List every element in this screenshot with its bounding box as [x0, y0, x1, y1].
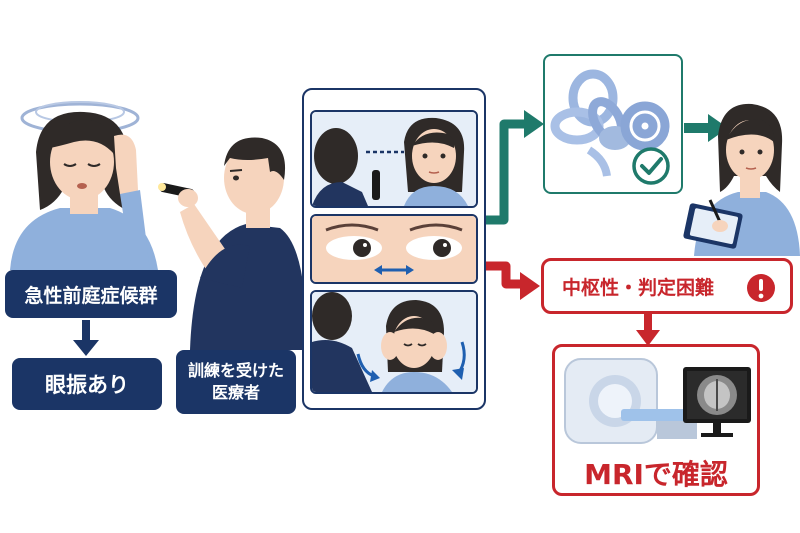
- peripheral-inner-ear-box: [543, 54, 683, 194]
- panel-eye-movement: [310, 214, 478, 284]
- head-impulse-scene: [312, 292, 476, 392]
- label-acute-vestibular-syndrome: 急性前庭症候群: [5, 270, 177, 318]
- panel-head-impulse: [310, 290, 478, 394]
- gaze-check-scene: [312, 112, 476, 206]
- mri-scanner-illustration: [564, 358, 751, 444]
- arrow-down-red: [636, 314, 660, 346]
- eyes-nystagmus-scene: [312, 216, 476, 282]
- label-trained-staff: 訓練を受けた 医療者: [176, 350, 296, 414]
- rotate-arrow-left-icon: [370, 370, 380, 382]
- rotate-arrow-right-icon: [452, 368, 464, 380]
- branch-arrow-red: [486, 261, 540, 300]
- patient-with-clipboard-illustration: [683, 103, 800, 256]
- inner-ear-illustration: [550, 69, 670, 185]
- arrow-down-icon: [73, 320, 99, 356]
- central-hard-to-judge-box: 中枢性・判定困難: [541, 258, 793, 314]
- label-nystagmus-present: 眼振あり: [12, 358, 162, 410]
- arrow-right-teal: [684, 114, 728, 142]
- double-arrow-icon: [374, 265, 414, 275]
- confirm-with-mri-label: MRIで確認: [584, 458, 728, 491]
- trained-staff-illustration: [158, 137, 307, 350]
- label-trained-staff-line1: 訓練を受けた: [187, 361, 284, 380]
- mri-confirm-box: MRIで確認: [552, 344, 760, 496]
- dizzy-patient-illustration: [10, 101, 158, 270]
- check-circle-icon: [632, 147, 670, 185]
- central-hard-to-judge-label: 中枢性・判定困難: [562, 276, 715, 299]
- branch-arrow-teal: [486, 110, 544, 225]
- label-trained-staff-line2: 医療者: [211, 383, 260, 402]
- panel-gaze-check: [310, 110, 478, 208]
- exclamation-circle-icon: [747, 274, 775, 302]
